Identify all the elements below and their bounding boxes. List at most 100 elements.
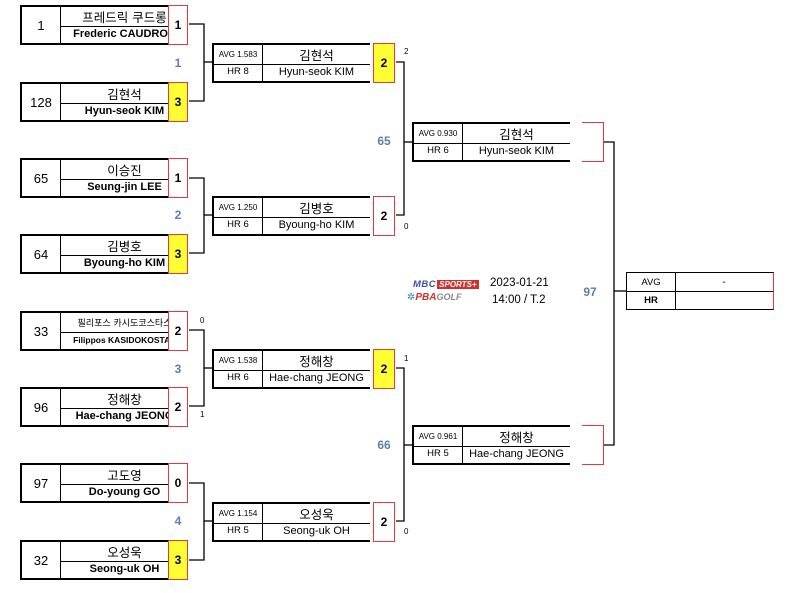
hr-stat: HR 6 [427, 145, 449, 156]
score-cell: 2 [168, 311, 188, 351]
player-name-korean: 김병호 [262, 198, 370, 218]
seed-number: 1 [37, 17, 45, 33]
player-name-korean: 이승진 [60, 160, 188, 180]
avg-stat: AVG 0.930 [414, 124, 462, 144]
match-date: 2023-01-21 [490, 277, 549, 289]
player-box-r1-6: 96 정해창 Hae-chang JEONG [20, 387, 188, 427]
score-cell-winner: 3 [168, 234, 188, 274]
score-cell: 1 [168, 158, 188, 198]
score-cell-winner: 2 [373, 43, 395, 83]
player-name-korean: 오성욱 [60, 542, 188, 562]
player-box-r1-5: 33 필리포스 카시도코스타스 Filippos KASIDOKOSTAS [20, 311, 188, 351]
player-name-english: Hyun-seok KIM [60, 101, 188, 120]
pba-text: PBA [415, 292, 437, 303]
side-score: 0 [200, 316, 205, 325]
avg-stat: AVG 1.583 [214, 45, 262, 65]
player-name-korean: 김현석 [462, 124, 570, 144]
player-box-r2-2: AVG 1.250 HR 6 김병호 Byoung-ho KIM [212, 196, 370, 236]
player-name-korean: 프레드릭 쿠드롱 [60, 7, 188, 27]
seed-number: 96 [33, 399, 49, 415]
score-cell-winner: 2 [373, 349, 395, 389]
player-name-korean: 김현석 [262, 45, 370, 65]
side-score: 1 [404, 354, 409, 363]
seed-number: 128 [30, 94, 52, 110]
score-cell: 1 [168, 5, 188, 45]
final-hr-label: HR [627, 291, 676, 309]
player-box-r2-1: AVG 1.583 HR 8 김현석 Hyun-seok KIM [212, 43, 370, 83]
mbc-text: MBC [413, 279, 437, 290]
match-number: 97 [583, 285, 597, 299]
final-avg-value: - [675, 273, 773, 292]
player-name-korean: 정해창 [60, 389, 188, 409]
seed-number: 65 [33, 170, 49, 186]
player-name-english: Seong-uk OH [60, 559, 188, 578]
player-name-english: Seung-jin LEE [60, 177, 188, 196]
avg-stat: AVG 1.250 [214, 198, 262, 218]
hr-stat: HR 6 [227, 219, 249, 230]
avg-stat: AVG 1.538 [214, 351, 262, 371]
player-name-english: Hyun-seok KIM [262, 62, 370, 81]
score-cell-winner: 3 [168, 82, 188, 122]
player-box-r2-3: AVG 1.538 HR 6 정해창 Hae-chang JEONG [212, 349, 370, 389]
side-score: 0 [404, 222, 409, 231]
sports-text: SPORTS+ [437, 280, 479, 289]
nbc-peacock-icon: ✲ [407, 292, 416, 303]
player-name-korean: 김병호 [60, 236, 188, 256]
player-name-english: Hae-chang JEONG [462, 444, 570, 463]
side-score: 2 [404, 47, 409, 56]
seed-number: 33 [33, 323, 49, 339]
avg-stat: AVG 0.961 [414, 427, 462, 447]
final-box: AVG - HR [626, 272, 774, 310]
player-name-korean: 필리포스 카시도코스타스 [60, 313, 188, 333]
score-cell: 2 [373, 502, 395, 542]
match-number: 2 [174, 208, 182, 222]
golf-text: GOLF [436, 292, 462, 302]
player-box-r1-2: 128 김현석 Hyun-seok KIM [20, 82, 188, 122]
player-name-korean: 정해창 [462, 427, 570, 447]
score-cell-empty [582, 425, 604, 465]
match-number: 3 [174, 362, 182, 376]
seed-number: 32 [33, 552, 49, 568]
match-time-table: 14:00 / T.2 [492, 294, 546, 306]
player-box-r1-7: 97 고도영 Do-young GO [20, 463, 188, 503]
player-box-r1-3: 65 이승진 Seung-jin LEE [20, 158, 188, 198]
hr-stat: HR 5 [227, 525, 249, 536]
player-name-korean: 김현석 [60, 84, 188, 104]
side-score: 1 [200, 410, 205, 419]
player-name-english: Frederic CAUDRON [60, 24, 188, 43]
player-box-semi-2: AVG 0.961 HR 5 정해창 Hae-chang JEONG [412, 425, 570, 465]
player-box-r1-1: 1 프레드릭 쿠드롱 Frederic CAUDRON [20, 5, 188, 45]
score-cell: 0 [168, 463, 188, 503]
hr-stat: HR 5 [427, 448, 449, 459]
player-name-english: Seong-uk OH [262, 521, 370, 540]
score-cell: 2 [168, 387, 188, 427]
match-number: 4 [174, 514, 182, 528]
score-cell-empty [582, 122, 604, 162]
player-name-english: Do-young GO [60, 482, 188, 501]
player-box-r1-4: 64 김병호 Byoung-ho KIM [20, 234, 188, 274]
score-cell: 2 [373, 196, 395, 236]
score-cell-winner: 3 [168, 540, 188, 580]
player-name-english: Hae-chang JEONG [60, 406, 188, 425]
match-number: 1 [174, 56, 182, 70]
player-name-english: Byoung-ho KIM [262, 215, 370, 234]
player-box-r2-4: AVG 1.154 HR 5 오성욱 Seong-uk OH [212, 502, 370, 542]
seed-number: 97 [33, 475, 49, 491]
player-name-korean: 오성욱 [262, 504, 370, 524]
player-name-english: Hyun-seok KIM [462, 141, 570, 160]
side-score: 0 [404, 527, 409, 536]
seed-number: 64 [33, 246, 49, 262]
player-name-korean: 고도영 [60, 465, 188, 485]
match-number: 65 [377, 134, 391, 148]
hr-stat: HR 8 [227, 66, 249, 77]
player-box-r1-8: 32 오성욱 Seong-uk OH [20, 540, 188, 580]
player-name-english: Hae-chang JEONG [262, 368, 370, 387]
hr-stat: HR 6 [227, 372, 249, 383]
player-name-korean: 정해창 [262, 351, 370, 371]
final-avg-label: AVG [627, 273, 676, 292]
final-hr-value [675, 291, 773, 309]
player-box-semi-1: AVG 0.930 HR 6 김현석 Hyun-seok KIM [412, 122, 570, 162]
player-name-english: Byoung-ho KIM [60, 253, 188, 272]
